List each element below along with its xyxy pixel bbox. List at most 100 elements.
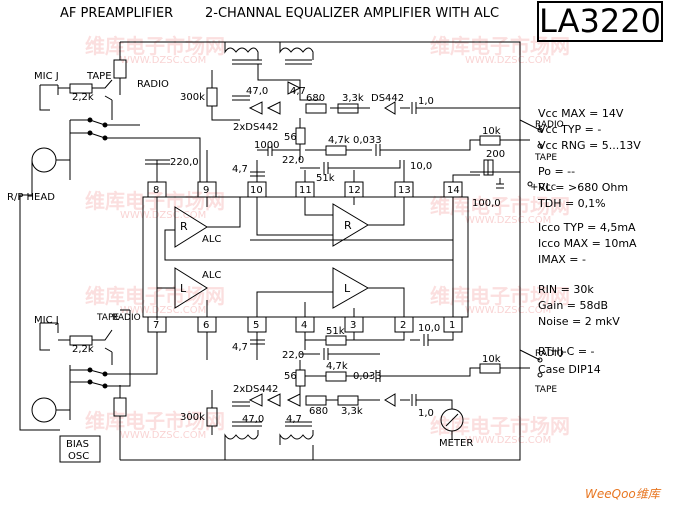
main-amp-l bbox=[332, 267, 370, 309]
part-number: LA3220 bbox=[537, 1, 663, 42]
watermark-text: 维库电子市场网 bbox=[85, 409, 225, 433]
c-100-top: 10,0 bbox=[410, 161, 432, 172]
r-51k-top: 51k bbox=[316, 173, 335, 184]
spec-line: Noise = 2 mkV bbox=[538, 315, 620, 328]
alc-amp-r bbox=[174, 206, 208, 248]
label-mic-top: MIC J bbox=[34, 71, 59, 82]
weeqoo-logo: WeeQoo维库 bbox=[585, 487, 660, 501]
rp-head-top bbox=[31, 147, 57, 173]
r-22k-bottom: 2,2k bbox=[72, 344, 94, 355]
alc-r-label: ALC bbox=[202, 234, 221, 245]
pin-4: 4 bbox=[301, 320, 307, 331]
label-tape-rt: TAPE bbox=[534, 153, 557, 163]
amp-l-small-label: L bbox=[180, 282, 187, 295]
amp-r-small-label: R bbox=[180, 220, 188, 233]
pin-9: 9 bbox=[203, 185, 209, 196]
watermark-text: 维库电子市场网 bbox=[85, 34, 225, 58]
c-220-top: 22,0 bbox=[282, 155, 304, 166]
r-200: 200 bbox=[486, 149, 505, 160]
c-10-bottom: 1,0 bbox=[418, 408, 434, 419]
main-amp-r bbox=[332, 203, 369, 247]
header-center-title: 2-CHANNAL EQUALIZER AMPLIFIER WITH ALC bbox=[205, 6, 500, 21]
watermark-url: WWW.DZSC.COM bbox=[465, 435, 552, 446]
c-100-bottom: 10,0 bbox=[418, 323, 440, 334]
label-radio-rb: RADIO bbox=[535, 349, 564, 359]
label-osc: OSC bbox=[68, 451, 89, 462]
spec-line: RIN = 30k bbox=[538, 283, 594, 296]
c-1000v: 100,0 bbox=[472, 198, 501, 209]
r-10k-bottom: 10k bbox=[482, 354, 501, 365]
r-47k-top: 4,7k bbox=[328, 135, 350, 146]
watermark-url: WWW.DZSC.COM bbox=[120, 210, 207, 221]
spec-line: Case DIP14 bbox=[538, 363, 601, 376]
c-10-top: 1,0 bbox=[418, 96, 434, 107]
watermark-url: WWW.DZSC.COM bbox=[120, 305, 207, 316]
coil-bottom-2 bbox=[279, 430, 314, 445]
c-47-bottom-2: 47,0 bbox=[242, 414, 264, 425]
c-0033-bottom: 0,033 bbox=[353, 371, 382, 382]
pin-3: 3 bbox=[350, 320, 356, 331]
c-1000-top: 1000 bbox=[254, 140, 279, 151]
watermark-text: 维库电子市场网 bbox=[430, 34, 570, 58]
c-0033-top: 0,033 bbox=[353, 135, 382, 146]
watermark-url: WWW.DZSC.COM bbox=[120, 430, 207, 441]
r-22k-top: 2,2k bbox=[72, 92, 94, 103]
c-47-bottom: 4,7 bbox=[232, 342, 248, 353]
spec-line: RL = >680 Ohm bbox=[538, 181, 629, 194]
spec-line: Vcc MAX = 14V bbox=[538, 107, 624, 120]
pin-6: 6 bbox=[203, 320, 209, 331]
spec-line: TDH = 0,1% bbox=[538, 197, 606, 210]
bias-osc-block bbox=[59, 435, 101, 463]
amp-r-big-label: R bbox=[344, 219, 352, 232]
d-2xds442-top: 2xDS442 bbox=[233, 122, 278, 133]
coil-bottom-1 bbox=[224, 430, 259, 445]
r-51k-bottom: 51k bbox=[326, 326, 345, 337]
r-300k-bottom: 300k bbox=[180, 412, 205, 423]
watermark-url: WWW.DZSC.COM bbox=[465, 305, 552, 316]
spec-line: Gain = 58dB bbox=[538, 299, 609, 312]
rp-head-bottom bbox=[31, 397, 57, 423]
r-56-bottom: 56 bbox=[284, 371, 297, 382]
pin-1: 1 bbox=[449, 320, 455, 331]
r-300k-top: 300k bbox=[180, 92, 205, 103]
watermark-text: 维库电子市场网 bbox=[85, 189, 225, 213]
pin-12: 12 bbox=[348, 185, 361, 196]
pin-2: 2 bbox=[400, 320, 406, 331]
label-radio-bottom: RADIO bbox=[112, 313, 141, 323]
c-47-top: 47,0 bbox=[246, 86, 268, 97]
r-56-top: 56 bbox=[284, 132, 297, 143]
spec-line: IMAX = - bbox=[538, 253, 586, 266]
r-680-top: 680 bbox=[306, 93, 325, 104]
header-left-title: AF PREAMPLIFIER bbox=[60, 6, 174, 21]
mic-jack-bottom bbox=[39, 322, 59, 351]
spec-line: Po = -- bbox=[538, 165, 576, 178]
pin-7: 7 bbox=[153, 320, 159, 331]
spec-line: Icco TYP = 4,5mA bbox=[538, 221, 636, 234]
watermark-url: WWW.DZSC.COM bbox=[465, 55, 552, 66]
label-rp-head: R/P HEAD bbox=[7, 192, 55, 203]
spec-line: RTHJ-C = - bbox=[538, 345, 595, 358]
r-10k-top: 10k bbox=[482, 126, 501, 137]
c-47b-top: 4,7 bbox=[290, 86, 306, 97]
watermark-url: WWW.DZSC.COM bbox=[465, 215, 552, 226]
d-2xds442-bottom: 2xDS442 bbox=[233, 384, 278, 395]
c-220-bottom: 22,0 bbox=[282, 350, 304, 361]
label-tape-rb: TAPE bbox=[534, 385, 557, 395]
r-33k-bottom: 3,3k bbox=[341, 406, 363, 417]
label-radio-rt: RADIO bbox=[535, 120, 564, 130]
label-mic-bottom: MIC J bbox=[34, 315, 59, 326]
label-tape-top: TAPE bbox=[86, 71, 112, 82]
pin-10: 10 bbox=[250, 185, 263, 196]
watermark-text: 维库电子市场网 bbox=[85, 284, 225, 308]
diode-pair-top bbox=[248, 101, 281, 115]
pin-8: 8 bbox=[153, 185, 159, 196]
label-radio-top: RADIO bbox=[137, 79, 169, 90]
diode-pair-bottom bbox=[248, 393, 281, 407]
alc-l-label: ALC bbox=[202, 270, 221, 281]
label-vcc: +Vcc bbox=[530, 182, 556, 193]
r-33k-top: 3,3k bbox=[342, 93, 364, 104]
d-ds442-top: DS442 bbox=[371, 93, 404, 104]
r-680-bottom: 680 bbox=[309, 406, 328, 417]
spec-line: Icco MAX = 10mA bbox=[538, 237, 637, 250]
